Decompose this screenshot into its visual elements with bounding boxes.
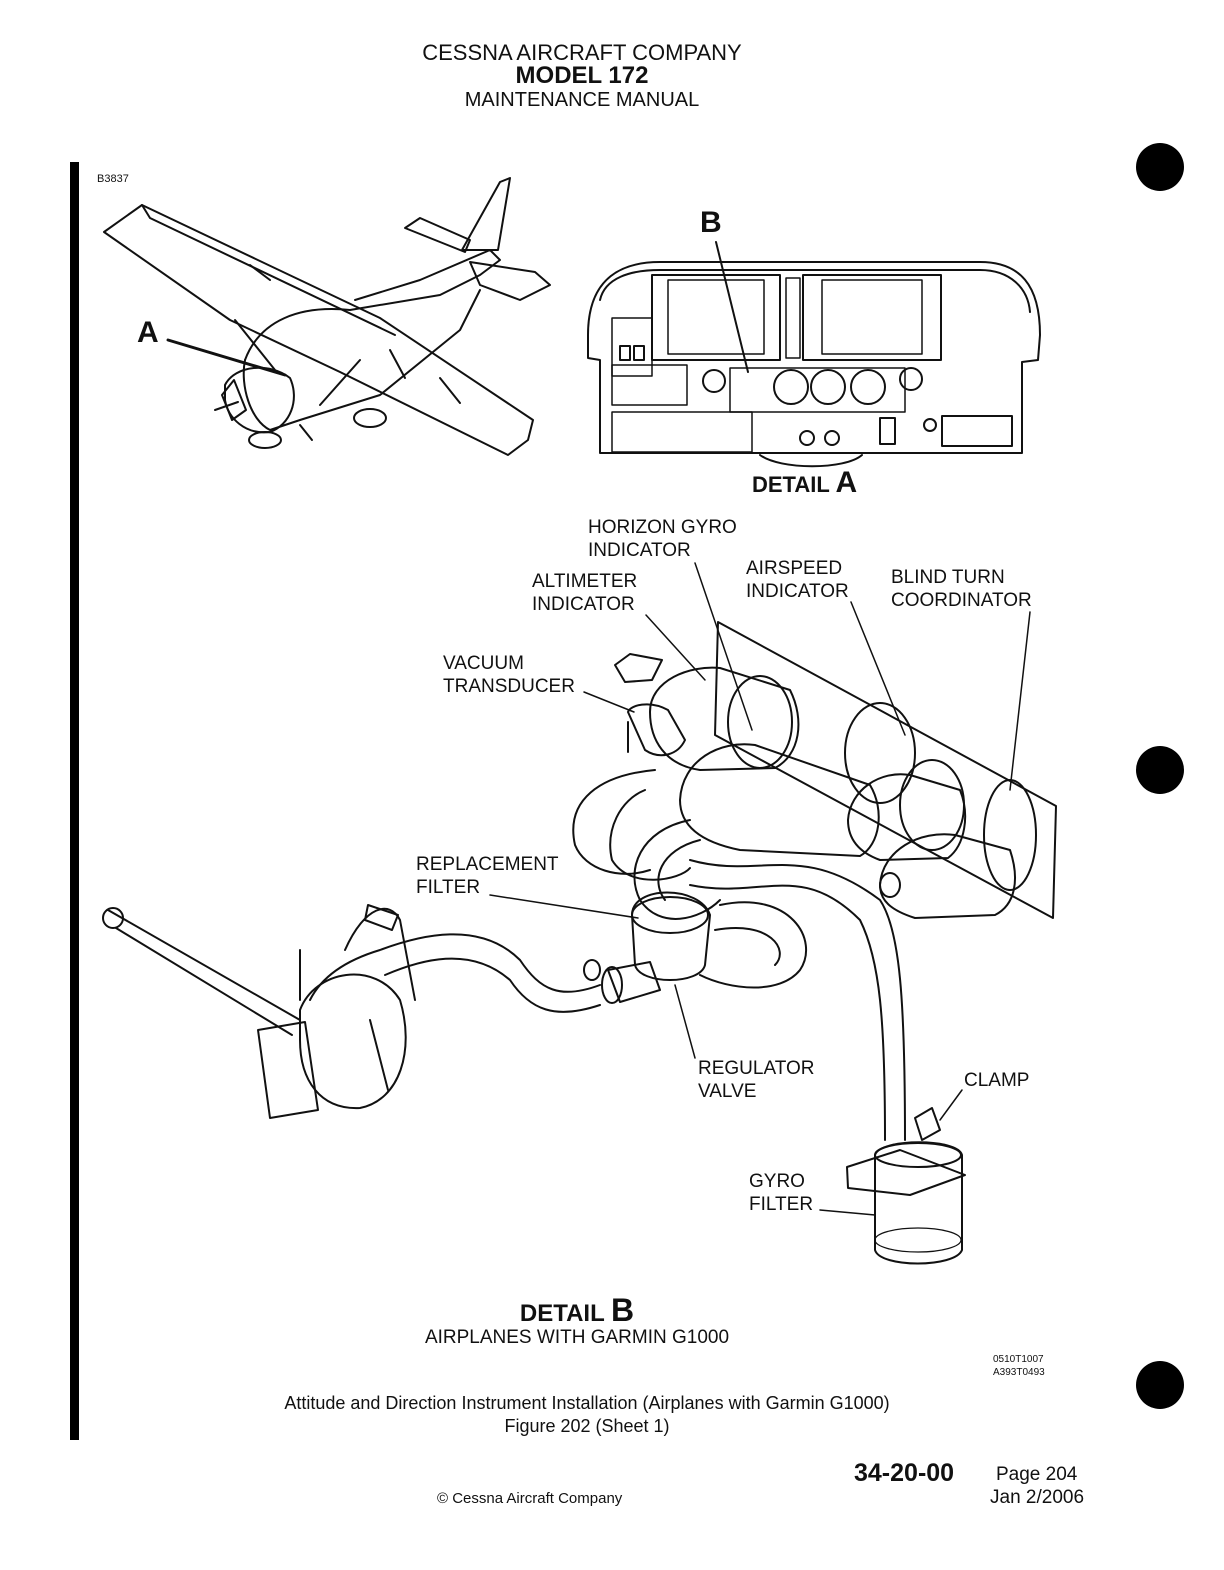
label-regulator-valve: REGULATOR VALVE (698, 1057, 815, 1103)
binder-hole-bottom (1136, 1361, 1184, 1409)
page-date: Jan 2/2006 (990, 1487, 1085, 1508)
label-vacuum-transducer: VACUUM TRANSDUCER (443, 652, 575, 698)
detail-a-letter: A (835, 466, 858, 499)
detail-b-subtitle: AIRPLANES WITH GARMIN G1000 (424, 1327, 730, 1348)
header-company: CESSNA AIRCRAFT COMPANY (422, 40, 742, 65)
label-gyro-filter-line1: GYRO (749, 1171, 805, 1192)
label-gyro-filter-line2: FILTER (749, 1194, 814, 1215)
figure-caption: Attitude and Direction Instrument Instal… (284, 1393, 890, 1413)
label-clamp: CLAMP (964, 1070, 1030, 1091)
drawing-code-2: A393T0493 (993, 1367, 1045, 1378)
label-airspeed-line2: INDICATOR (746, 581, 849, 602)
label-replacement-line1: REPLACEMENT (416, 854, 559, 875)
figure-id: B3837 (97, 173, 129, 185)
header-model: MODEL 172 (515, 62, 649, 89)
label-blind-turn-line2: COORDINATOR (891, 590, 1032, 611)
page-number: Page 204 (996, 1464, 1078, 1485)
label-horizon-gyro: HORIZON GYRO INDICATOR (588, 516, 737, 562)
instrument-panel-drawing (587, 261, 1041, 468)
label-replacement-line2: FILTER (416, 877, 481, 898)
vacuum-system-drawing (102, 621, 1057, 1265)
detail-a-title: DETAIL A (752, 466, 857, 500)
binder-hole-top (1136, 143, 1184, 191)
label-gyro-filter: GYRO FILTER (749, 1170, 813, 1216)
change-bar (70, 162, 79, 1440)
detail-a-prefix: DETAIL (752, 472, 830, 497)
header-manual: MAINTENANCE MANUAL (464, 89, 700, 111)
label-airspeed-line1: AIRSPEED (746, 558, 843, 579)
figure-number: Figure 202 (Sheet 1) (504, 1416, 670, 1436)
label-altimeter-line1: ALTIMETER (532, 571, 638, 592)
label-regulator-line1: REGULATOR (698, 1058, 815, 1079)
chapter-number: 34-20-00 (854, 1459, 955, 1487)
label-altimeter-line2: INDICATOR (532, 594, 635, 615)
detail-b-letter: B (611, 1292, 635, 1328)
label-blind-turn: BLIND TURN COORDINATOR (891, 566, 1032, 612)
label-altimeter: ALTIMETER INDICATOR (532, 570, 637, 616)
label-horizon-gyro-line1: HORIZON GYRO (588, 517, 737, 538)
label-vacuum-line1: VACUUM (443, 653, 524, 674)
callout-a: A (137, 316, 159, 349)
label-blind-turn-line1: BLIND TURN (891, 567, 1005, 588)
binder-hole-middle (1136, 746, 1184, 794)
label-replacement-filter: REPLACEMENT FILTER (416, 853, 559, 899)
detail-b-prefix: DETAIL (519, 1300, 605, 1327)
label-airspeed: AIRSPEED INDICATOR (746, 557, 849, 603)
label-regulator-line2: VALVE (698, 1081, 757, 1102)
detail-b-title: DETAIL B (0, 1292, 1154, 1329)
label-vacuum-line2: TRANSDUCER (443, 676, 575, 697)
drawing-code-1: 0510T1007 (993, 1354, 1044, 1365)
label-horizon-gyro-line2: INDICATOR (588, 540, 691, 561)
airplane-drawing (103, 177, 551, 456)
copyright: © Cessna Aircraft Company (437, 1490, 623, 1507)
callout-b: B (700, 206, 722, 239)
